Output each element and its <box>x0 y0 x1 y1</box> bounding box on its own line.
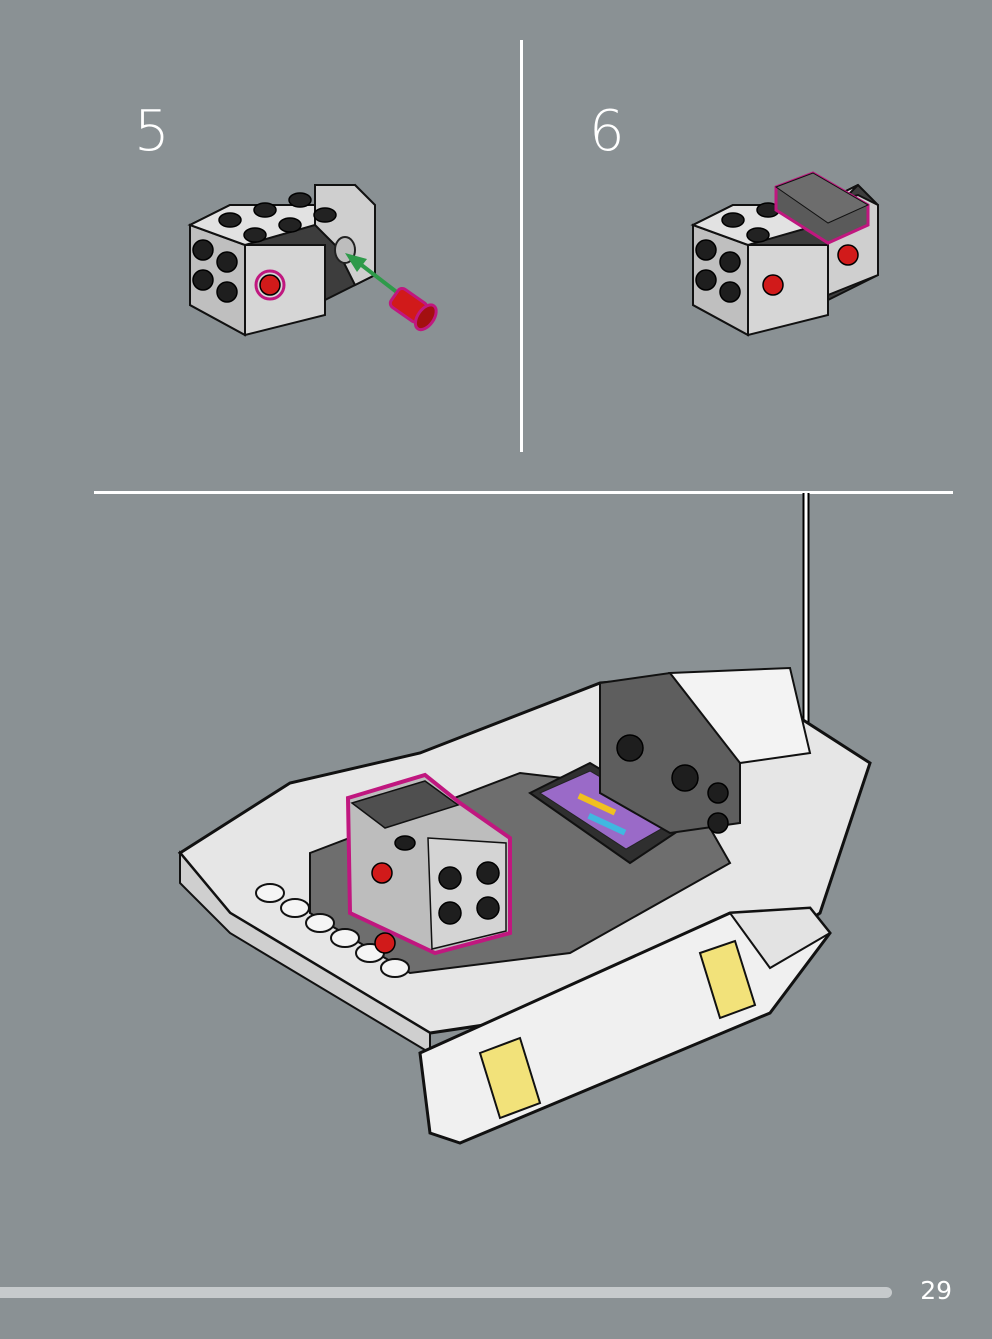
step-divider-vertical <box>520 40 523 452</box>
step-6-illustration <box>690 171 879 337</box>
page-number: 29 <box>920 1276 952 1305</box>
model-illustration <box>177 493 872 1145</box>
step-6-number: 6 <box>589 99 625 164</box>
section-divider-horizontal <box>94 491 953 494</box>
step-5-illustration <box>187 183 438 337</box>
page-progress-bar <box>0 1287 892 1298</box>
step-5-number: 5 <box>134 99 170 164</box>
